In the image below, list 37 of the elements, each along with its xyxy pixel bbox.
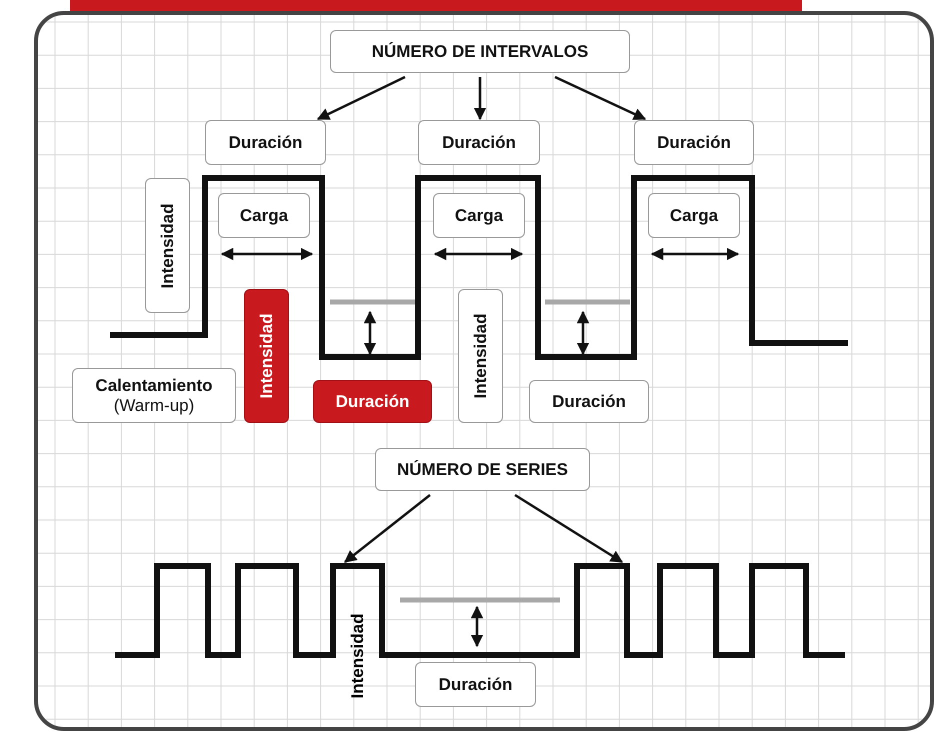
label-box xyxy=(529,380,649,423)
label-text: Intensidad xyxy=(256,314,276,398)
label-text: NÚMERO DE INTERVALOS xyxy=(372,42,588,62)
arrow xyxy=(344,494,431,563)
label-text: Intensidad xyxy=(158,203,178,288)
label-box xyxy=(72,368,236,423)
label-text: Duración xyxy=(228,132,302,152)
label-text: NÚMERO DE SERIES xyxy=(397,460,568,480)
label-text: Duración xyxy=(336,392,410,412)
label-box xyxy=(415,662,536,707)
label-box xyxy=(330,30,630,73)
label-text: Carga xyxy=(240,206,288,226)
subtitle-text: (Warm-up) xyxy=(114,396,194,416)
label-box xyxy=(205,120,326,165)
label-box xyxy=(458,289,503,423)
label-box xyxy=(145,178,190,313)
label-text: Carga xyxy=(670,206,718,226)
label-box xyxy=(648,193,740,238)
highlight-label-box xyxy=(244,289,289,423)
label-text: Duración xyxy=(438,674,512,694)
highlight-label-box xyxy=(313,380,432,423)
label-text: Carga xyxy=(454,206,504,226)
arrow xyxy=(316,76,406,120)
label-box xyxy=(634,120,754,165)
label-box xyxy=(433,193,525,238)
label-box xyxy=(418,120,540,165)
label-text: Duración xyxy=(442,132,516,152)
arrow xyxy=(554,76,646,120)
label-text: Duración xyxy=(657,132,731,152)
arrow xyxy=(514,494,624,564)
label-box xyxy=(218,193,310,238)
arrow xyxy=(474,77,486,120)
label-text: Intensidad xyxy=(348,614,368,698)
label-text: Intensidad xyxy=(470,314,490,398)
label-text: Duración xyxy=(552,392,626,412)
label-text: Calentamiento xyxy=(95,376,213,396)
label-box xyxy=(375,448,590,491)
